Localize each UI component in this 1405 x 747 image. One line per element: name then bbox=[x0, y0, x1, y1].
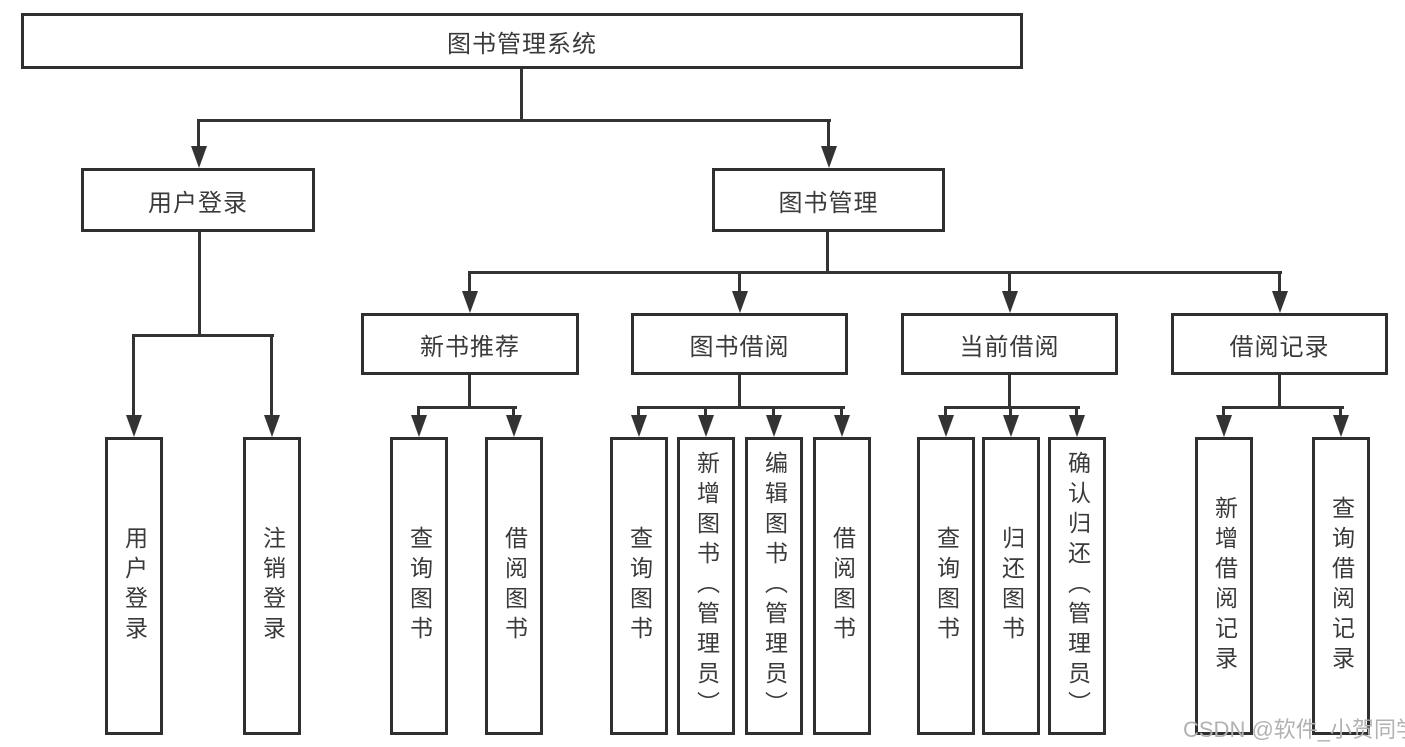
leaf-label: 借阅图书 bbox=[501, 526, 528, 646]
leaf-query-books: 查询图书 bbox=[610, 437, 668, 735]
leaf-add-borrow-record: 新增借阅记录 bbox=[1195, 437, 1253, 735]
arrow-to-new-book bbox=[462, 291, 478, 313]
arrow-to-leaf bbox=[1003, 415, 1019, 437]
connector-book-borrow-bar bbox=[637, 406, 845, 409]
arrow-to-borrow-records bbox=[1272, 291, 1288, 313]
leaf-label: 确认归还（管理员） bbox=[1064, 451, 1091, 721]
node-label: 新书推荐 bbox=[420, 333, 520, 361]
connector-book-mgmt-bar bbox=[468, 271, 1282, 274]
leaf-query-books: 查询图书 bbox=[390, 437, 448, 735]
node-label: 当前借阅 bbox=[959, 333, 1060, 361]
connector-borrow-records-bar bbox=[1222, 406, 1344, 409]
connector-book-mgmt-stub bbox=[827, 119, 830, 149]
arrow-to-leaf bbox=[631, 415, 647, 437]
connector-leaf-stub bbox=[1339, 406, 1342, 419]
leaf-label: 查询图书 bbox=[626, 526, 653, 646]
leaf-return-books: 归还图书 bbox=[982, 437, 1040, 735]
node-label: 图书管理 bbox=[778, 189, 879, 217]
csdn-watermark: CSDN @软件_小贺同学 bbox=[1183, 717, 1405, 742]
node-label: 图书借阅 bbox=[689, 333, 790, 361]
arrow-to-leaf bbox=[1333, 415, 1349, 437]
node-user-login: 用户登录 bbox=[81, 168, 315, 232]
leaf-label: 查询图书 bbox=[933, 526, 960, 646]
arrow-to-user-login bbox=[191, 146, 207, 168]
node-current-borrowing: 当前借阅 bbox=[901, 313, 1118, 375]
arrow-to-leaf bbox=[1069, 415, 1085, 437]
connector-user-login-stub bbox=[197, 119, 200, 149]
connector-leaf-stub bbox=[772, 406, 775, 419]
connector-root-bar bbox=[197, 119, 831, 122]
arrow-to-ul-login bbox=[126, 415, 142, 437]
leaf-label: 查询图书 bbox=[406, 526, 433, 646]
arrow-to-current-borrow bbox=[1002, 291, 1018, 313]
connector-new-book-stub bbox=[468, 271, 471, 295]
connector-current-borrow-stub bbox=[1008, 271, 1011, 295]
connector-leaf-stub bbox=[1222, 406, 1225, 419]
connector-book-borrow-stub bbox=[738, 271, 741, 295]
connector-leaf-stub bbox=[637, 406, 640, 419]
node-label: 图书管理系统 bbox=[447, 30, 597, 58]
connector-new-book-bar bbox=[417, 406, 517, 409]
leaf-edit-books-admin: 编辑图书（管理员） bbox=[745, 437, 803, 735]
node-borrow-records: 借阅记录 bbox=[1171, 313, 1388, 375]
leaf-label: 查询借阅记录 bbox=[1328, 496, 1355, 676]
connector-root-vertical bbox=[520, 69, 523, 121]
connector-leaf-stub bbox=[512, 406, 515, 419]
connector-leaf-stub bbox=[417, 406, 420, 419]
connector-ul-login-stub bbox=[132, 334, 135, 419]
arrow-to-ul-logout bbox=[264, 415, 280, 437]
connector-current-borrow-vertical bbox=[1008, 375, 1011, 409]
connector-user-login-vertical bbox=[198, 232, 201, 337]
leaf-label: 编辑图书（管理员） bbox=[761, 451, 788, 721]
connector-leaf-stub bbox=[1075, 406, 1078, 419]
connector-book-borrow-vertical bbox=[738, 375, 741, 409]
connector-user-login-bar bbox=[132, 334, 274, 337]
connector-borrow-records-stub bbox=[1278, 271, 1281, 295]
connector-leaf-stub bbox=[1009, 406, 1012, 419]
leaf-query-borrow-record: 查询借阅记录 bbox=[1312, 437, 1370, 735]
leaf-borrow-books: 借阅图书 bbox=[485, 437, 543, 735]
leaf-label: 用户登录 bbox=[121, 526, 148, 646]
leaf-label: 新增借阅记录 bbox=[1211, 496, 1238, 676]
leaf-label: 新增图书（管理员） bbox=[693, 451, 720, 721]
connector-new-book-vertical bbox=[468, 375, 471, 409]
arrow-to-book-mgmt bbox=[821, 146, 837, 168]
node-book-borrowing: 图书借阅 bbox=[631, 313, 848, 375]
connector-current-borrow-bar bbox=[944, 406, 1080, 409]
arrow-to-book-borrow bbox=[732, 291, 748, 313]
node-label: 借阅记录 bbox=[1229, 333, 1330, 361]
leaf-user-login: 用户登录 bbox=[105, 437, 163, 735]
node-label: 用户登录 bbox=[148, 189, 248, 217]
node-book-management: 图书管理 bbox=[712, 168, 945, 232]
arrow-to-leaf bbox=[1216, 415, 1232, 437]
connector-ul-logout-stub bbox=[270, 334, 273, 419]
leaf-label: 归还图书 bbox=[998, 526, 1025, 646]
leaf-label: 借阅图书 bbox=[829, 526, 856, 646]
leaf-logout: 注销登录 bbox=[243, 437, 301, 735]
arrow-to-leaf bbox=[938, 415, 954, 437]
arrow-to-leaf bbox=[411, 415, 427, 437]
leaf-query-books: 查询图书 bbox=[917, 437, 975, 735]
connector-leaf-stub bbox=[840, 406, 843, 419]
arrow-to-leaf bbox=[506, 415, 522, 437]
leaf-label: 注销登录 bbox=[259, 526, 286, 646]
leaf-borrow-books: 借阅图书 bbox=[813, 437, 871, 735]
connector-borrow-records-vertical bbox=[1278, 375, 1281, 409]
connector-book-mgmt-vertical bbox=[826, 232, 829, 273]
arrow-to-leaf bbox=[698, 415, 714, 437]
node-new-book-recommend: 新书推荐 bbox=[361, 313, 579, 375]
arrow-to-leaf bbox=[834, 415, 850, 437]
node-root-library-system: 图书管理系统 bbox=[21, 13, 1023, 69]
arrow-to-leaf bbox=[766, 415, 782, 437]
leaf-add-books-admin: 新增图书（管理员） bbox=[677, 437, 735, 735]
connector-leaf-stub bbox=[944, 406, 947, 419]
leaf-confirm-return-admin: 确认归还（管理员） bbox=[1048, 437, 1106, 735]
connector-leaf-stub bbox=[704, 406, 707, 419]
